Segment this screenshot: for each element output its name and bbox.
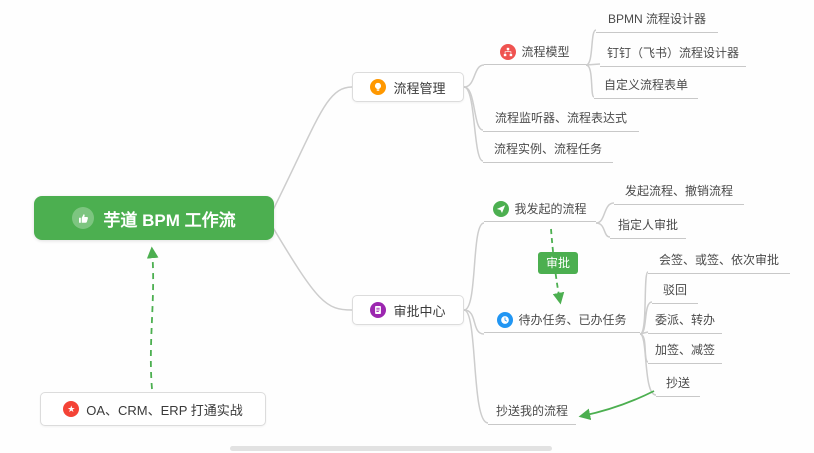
flowchart-icon bbox=[500, 44, 517, 60]
node-todo-done[interactable]: 待办任务、已办任务 bbox=[484, 312, 640, 333]
root-label: 芋道 BPM 工作流 bbox=[103, 210, 236, 230]
root-node[interactable]: 芋道 BPM 工作流 bbox=[34, 196, 274, 240]
thumbs-up-icon bbox=[72, 207, 95, 229]
node-label: 流程模型 bbox=[521, 44, 570, 59]
node-countersign[interactable]: 会签、或签、依次审批 bbox=[648, 253, 790, 274]
node-listener-expression[interactable]: 流程监听器、流程表达式 bbox=[483, 111, 639, 132]
node-practice[interactable]: ★ OA、CRM、ERP 打通实战 bbox=[40, 392, 266, 426]
node-cc-my-process[interactable]: 抄送我的流程 bbox=[488, 404, 576, 425]
node-approval-center[interactable]: 审批中心 bbox=[352, 295, 464, 325]
node-label: 我发起的流程 bbox=[514, 201, 587, 216]
practice-to-root-arrow bbox=[146, 246, 159, 390]
node-process-management[interactable]: 流程管理 bbox=[352, 72, 464, 102]
node-process-model[interactable]: 流程模型 bbox=[484, 44, 586, 65]
star-icon: ★ bbox=[63, 401, 80, 417]
node-cc[interactable]: 抄送 bbox=[656, 376, 700, 397]
paper-plane-icon bbox=[493, 201, 510, 217]
node-label: 待办任务、已办任务 bbox=[518, 312, 627, 327]
node-label: 审批中心 bbox=[393, 303, 446, 319]
lightbulb-icon bbox=[370, 79, 387, 95]
node-custom-form[interactable]: 自定义流程表单 bbox=[594, 78, 698, 99]
horizontal-scrollbar[interactable] bbox=[230, 446, 552, 451]
node-label: 流程管理 bbox=[393, 80, 446, 96]
node-instance-task[interactable]: 流程实例、流程任务 bbox=[483, 142, 613, 163]
cc-arrow bbox=[578, 390, 655, 421]
node-addsign-reducesign[interactable]: 加签、减签 bbox=[648, 343, 722, 364]
node-bpmn-designer[interactable]: BPMN 流程设计器 bbox=[596, 12, 718, 33]
node-dingtalk-designer[interactable]: 钉钉（飞书）流程设计器 bbox=[600, 46, 746, 67]
clock-icon bbox=[497, 312, 514, 328]
node-my-initiated[interactable]: 我发起的流程 bbox=[484, 201, 596, 222]
node-label: OA、CRM、ERP 打通实战 bbox=[86, 402, 243, 418]
node-assigned-approval[interactable]: 指定人审批 bbox=[610, 218, 686, 239]
node-initiate-cancel[interactable]: 发起流程、撤销流程 bbox=[614, 184, 744, 205]
approval-edge-badge[interactable]: 审批 bbox=[538, 252, 579, 274]
node-reject[interactable]: 驳回 bbox=[652, 283, 698, 304]
node-delegate-transfer[interactable]: 委派、转办 bbox=[648, 313, 722, 334]
approval-doc-icon bbox=[370, 302, 387, 318]
